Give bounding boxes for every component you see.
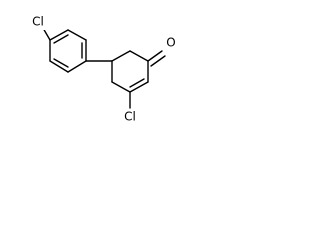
bond-ar-1 — [49, 29, 69, 41]
bond-ar-inner-3 — [53, 58, 69, 68]
bond-cy-1 — [111, 50, 131, 62]
oxygen-label: O — [166, 36, 175, 50]
bond-co-2 — [150, 55, 166, 67]
o-bg — [164, 35, 178, 51]
bond-cy-5 — [111, 81, 131, 93]
bond-ar-2 — [67, 29, 87, 41]
chlorine-label-para: Cl — [32, 15, 44, 29]
bond-ar-4 — [67, 60, 87, 73]
bond-co-1 — [147, 50, 163, 62]
chlorine-label-vinyl: Cl — [124, 110, 136, 124]
cl-vinyl-bg — [120, 109, 140, 125]
cl-para-bg — [28, 14, 48, 30]
chemical-structure: Cl O Cl — [28, 14, 178, 125]
bond-ar-5 — [49, 60, 69, 73]
bond-cy-4 — [129, 81, 149, 93]
bond-ar-inner-1 — [53, 34, 69, 44]
bonds — [42, 27, 166, 109]
bond-cy-double-inner — [129, 78, 145, 88]
bond-cy-2 — [129, 50, 149, 62]
atom-labels: Cl O Cl — [28, 14, 178, 125]
